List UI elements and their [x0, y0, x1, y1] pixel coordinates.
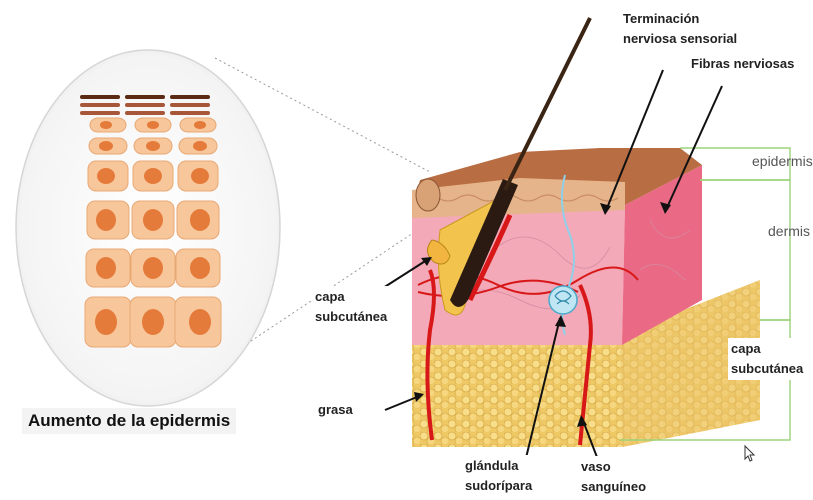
cell-nucleus [143, 257, 163, 279]
cell-nucleus [190, 209, 210, 231]
label-capa-subcutanea-left: capa subcutánea [312, 286, 390, 328]
flat-cell [125, 95, 165, 99]
flat-cell [170, 103, 210, 107]
cell-nucleus [190, 257, 210, 279]
cell-nucleus [99, 141, 113, 151]
sweat-gland [549, 286, 577, 314]
cell-nucleus [146, 141, 160, 151]
label-capa-subcutanea-right: capa subcutánea [728, 338, 806, 380]
cell-nucleus [96, 257, 116, 279]
cell-nucleus [193, 141, 207, 151]
flat-cell [170, 111, 210, 115]
cell-nucleus [191, 168, 209, 184]
flat-cell [80, 95, 120, 99]
label-vaso-sanguineo: vaso sanguíneo [578, 456, 649, 498]
flat-cell [125, 103, 165, 107]
label-epidermis: epidermis [752, 153, 813, 170]
label-fibras-nerviosas: Fibras nerviosas [688, 53, 797, 75]
cell-nucleus [147, 121, 159, 129]
epidermis-roll-edge [416, 179, 440, 211]
flat-cell [125, 111, 165, 115]
cell-nucleus [95, 309, 117, 335]
cell-nucleus [194, 121, 206, 129]
label-glandula-sudoripara: glándula sudorípara [462, 455, 535, 497]
label-terminacion: Terminación nerviosa sensorial [620, 8, 740, 50]
caption-aumento-epidermis: Aumento de la epidermis [22, 408, 236, 434]
label-grasa: grasa [315, 399, 356, 421]
cell-nucleus [97, 168, 115, 184]
cell-nucleus [144, 168, 162, 184]
cell-nucleus [189, 309, 211, 335]
cell-nucleus [142, 309, 164, 335]
cell-nucleus [96, 209, 116, 231]
flat-cell [80, 111, 120, 115]
flat-cell [80, 103, 120, 107]
cell-nucleus [100, 121, 112, 129]
cell-nucleus [143, 209, 163, 231]
label-dermis: dermis [768, 223, 810, 240]
mouse-cursor-icon [745, 446, 754, 461]
flat-cell [170, 95, 210, 99]
